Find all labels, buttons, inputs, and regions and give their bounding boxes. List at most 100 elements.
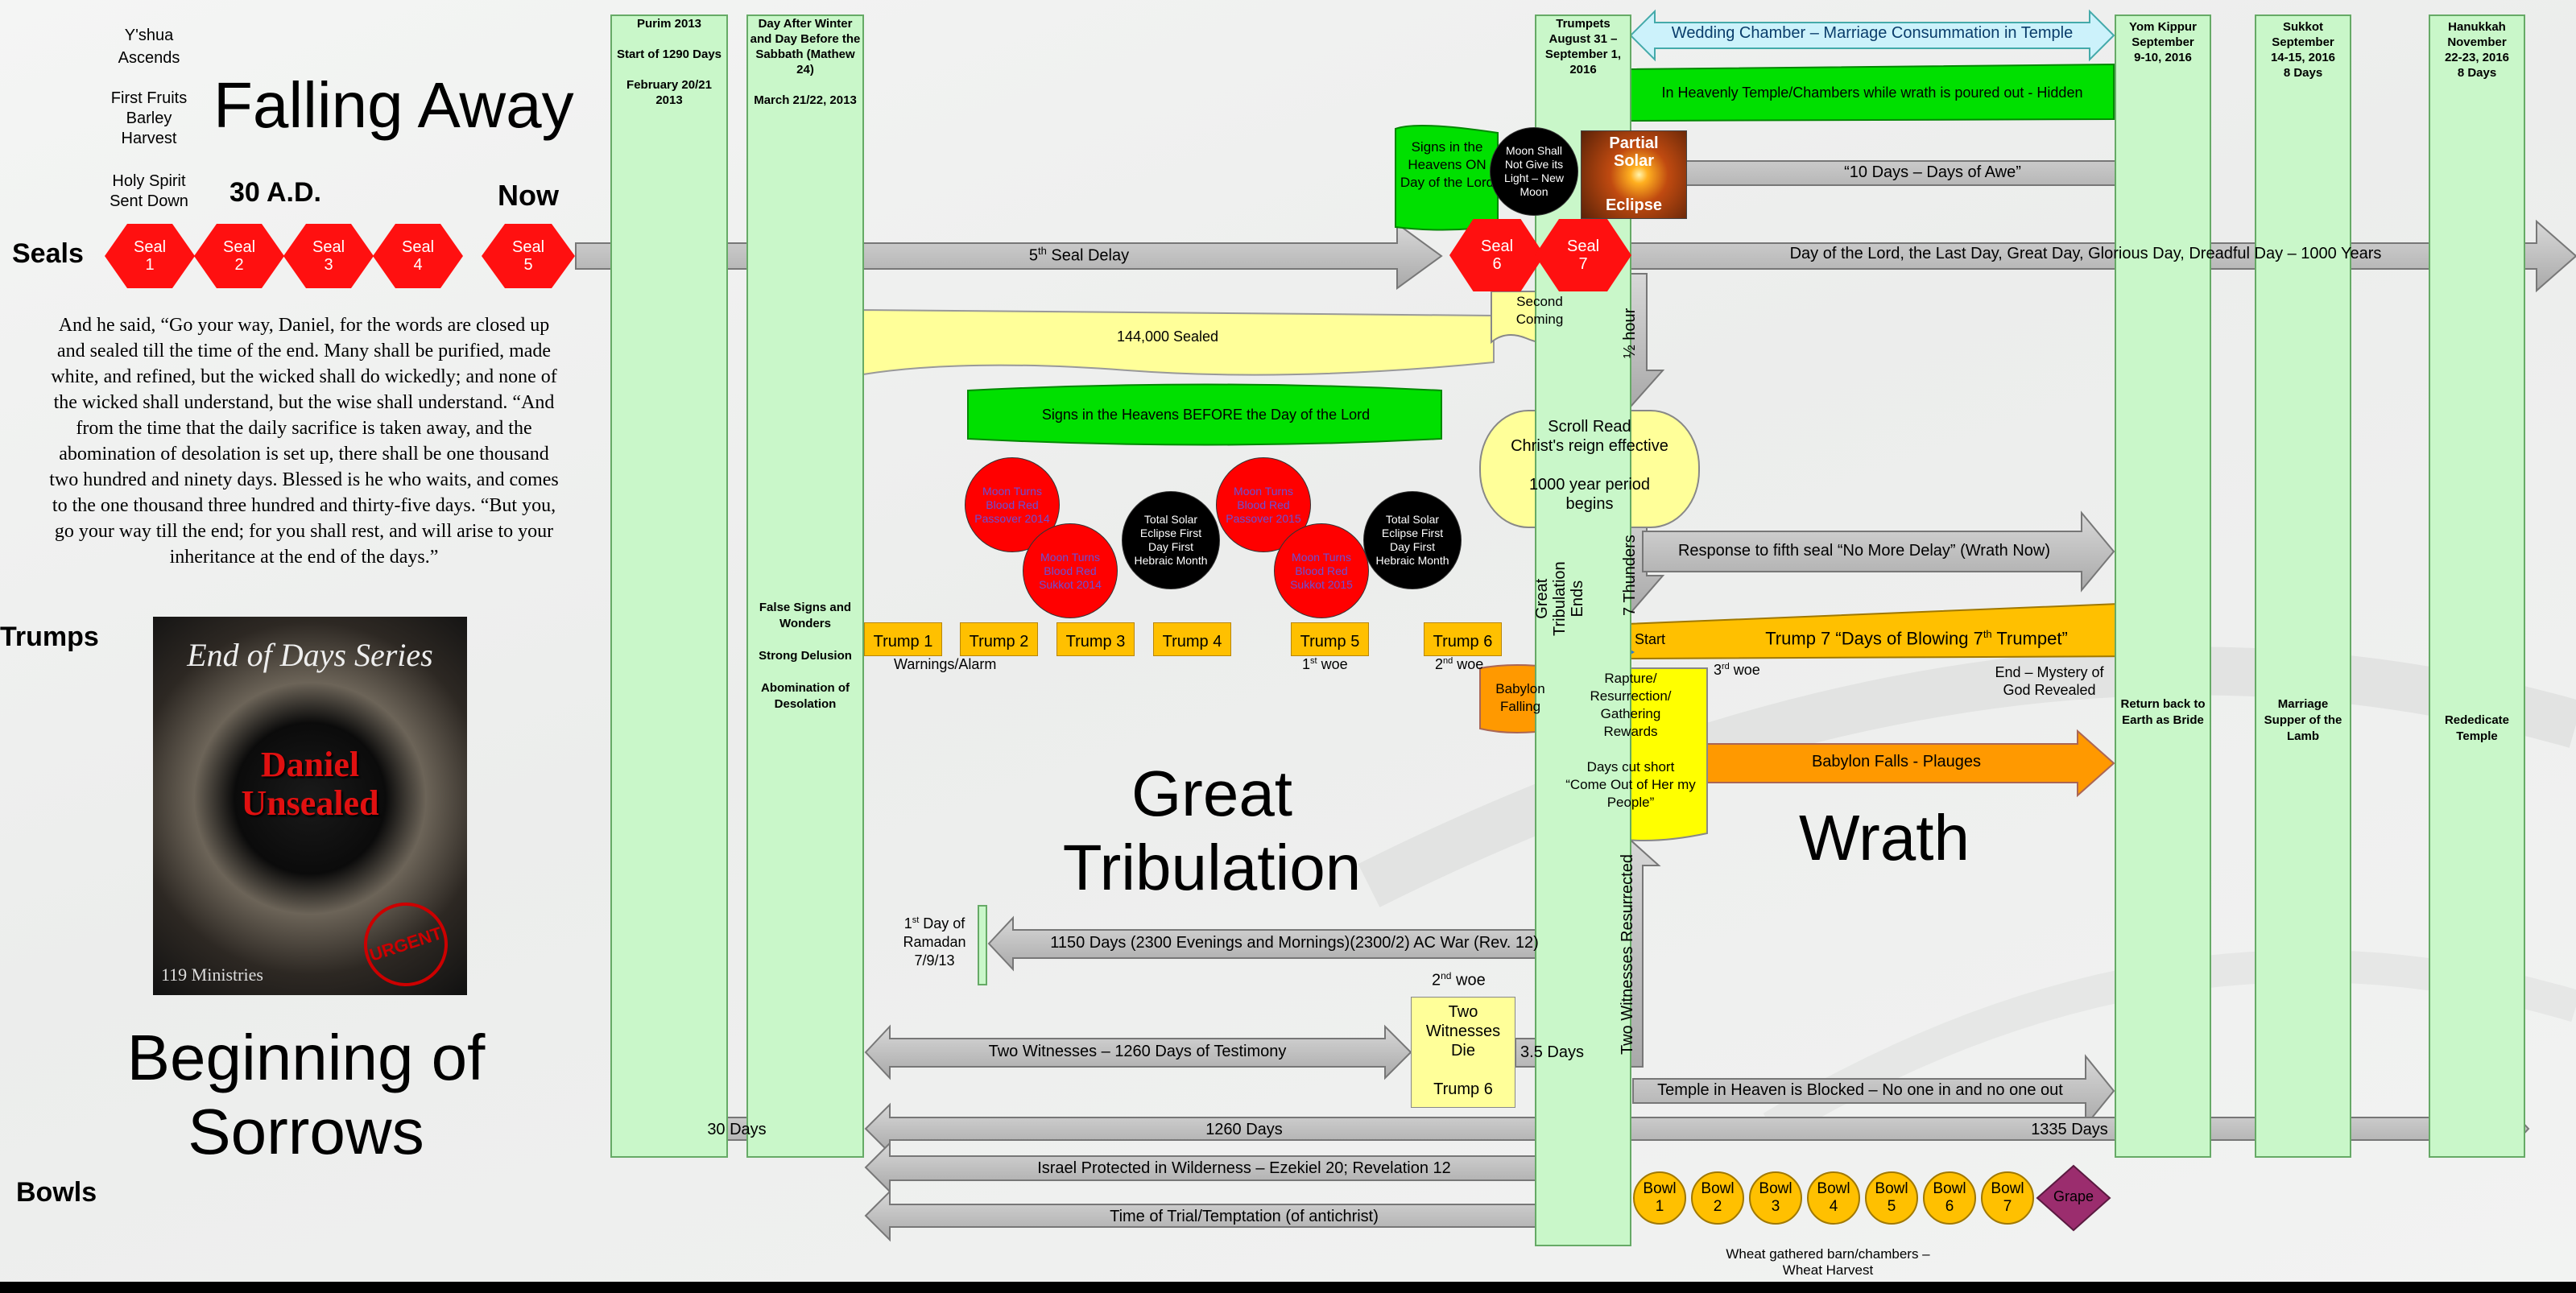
daniel-quote: And he said, “Go your way, Daniel, for t…	[49, 315, 559, 568]
return-text: Return back to Earth as Bride	[2120, 697, 2206, 727]
woe-2-label: 2nd woe	[1435, 656, 1484, 672]
days-1260-label: 1260 Days	[1205, 1121, 1283, 1138]
trump-3: Trump 3	[1056, 622, 1135, 656]
trump7-start-label: Start	[1635, 631, 1666, 647]
partial-solar-label: Partial Solar	[1609, 134, 1659, 170]
woe-2b-label: 2nd woe	[1432, 970, 1486, 989]
gt-ends-label: Great Tribulation Ends	[1533, 561, 1586, 636]
trump-2: Trump 2	[960, 622, 1038, 656]
falling-away-title: Falling Away	[213, 69, 574, 141]
seal-1: Seal 1	[105, 224, 195, 288]
total-solar-eclipse-2: Total Solar Eclipse First Day First Hebr…	[1363, 491, 1462, 589]
bowl-1: Bowl 1	[1633, 1171, 1686, 1225]
bowl-3: Bowl 3	[1749, 1171, 1802, 1225]
response-label: Response to fifth seal “No More Delay” (…	[1677, 542, 2050, 560]
second-coming-label: Second Coming	[1515, 294, 1564, 327]
column-hanukkah	[2429, 14, 2525, 1158]
trumps-label: Trumps	[0, 622, 99, 652]
two-witnesses-die-box: Two Witnesses Die Trump 6	[1411, 997, 1515, 1108]
column-purim	[610, 14, 728, 1158]
seal-7: Seal 7	[1535, 219, 1631, 291]
bowl-6: Bowl 6	[1923, 1171, 1976, 1225]
babylon-falls-label: Babylon Falls - Plauges	[1811, 753, 1982, 770]
days-1335-label: 1335 Days	[2031, 1121, 2108, 1138]
seals-label: Seals	[12, 238, 84, 269]
bottom-bar	[0, 1282, 2576, 1293]
half-hour-label: ½ hour	[1621, 308, 1639, 358]
book-series: End of Days Series	[187, 637, 433, 673]
scroll-label: Scroll Read Christ's reign effective 100…	[1511, 418, 1668, 513]
moon-blood-red-sukkot-2014: Moon Turns Blood Red Sukkot 2014	[1023, 523, 1118, 618]
yomkippur-header: Yom Kippur September 9-10, 2016	[2129, 20, 2197, 64]
partial-solar-eclipse: Partial Solar Eclipse	[1581, 130, 1687, 219]
seal-delay-label: 5th Seal Delay	[1028, 245, 1130, 265]
bowl-7: Bowl 7	[1981, 1171, 2034, 1225]
trump-1: Trump 1	[864, 622, 942, 656]
eclipse-label: Eclipse	[1605, 196, 1663, 214]
first-fruits-text: First Fruits Barley Harvest	[110, 89, 188, 147]
bowl-5: Bowl 5	[1865, 1171, 1918, 1225]
book-cover: End of Days Series Daniel Unsealed URGEN…	[153, 617, 467, 995]
bowls-label: Bowls	[16, 1177, 97, 1208]
book-title: Daniel Unsealed	[241, 745, 379, 823]
trump7-label: Trump 7 “Days of Blowing 7th Trumpet”	[1765, 628, 2068, 649]
sealed-banner	[862, 308, 1495, 376]
hidden-label: In Heavenly Temple/Chambers while wrath …	[1661, 85, 2083, 101]
trump-4: Trump 4	[1153, 622, 1231, 656]
yshua-text: Y'shua Ascends	[118, 27, 180, 67]
column-sabbath	[746, 14, 864, 1158]
moon-blood-red-sukkot-2015: Moon Turns Blood Red Sukkot 2015	[1274, 523, 1369, 618]
rapture-label: Rapture/ Resurrection/ Gathering Rewards…	[1565, 671, 1696, 810]
bowl-2: Bowl 2	[1691, 1171, 1744, 1225]
hanukkah-header: Hanukkah November 22-23, 2016 8 Days	[2444, 20, 2510, 80]
false-signs-text: False Signs and Wonders Strong Delusion …	[759, 601, 852, 711]
signs-before-banner	[967, 383, 1442, 446]
days-of-awe-label: “10 Days – Days of Awe”	[1844, 163, 2021, 181]
sukkot-header: Sukkot September 14-15, 2016 8 Days	[2270, 20, 2336, 80]
israel-label: Israel Protected in Wilderness – Ezekiel…	[1037, 1159, 1451, 1177]
ramadan-marker	[978, 905, 987, 985]
trump-6: Trump 6	[1424, 622, 1502, 656]
day-of-lord-arrow	[1626, 219, 2576, 293]
seven-thunders-label: 7 Thunders	[1621, 535, 1639, 616]
day-of-lord-label: Day of the Lord, the Last Day, Great Day…	[1789, 245, 2382, 262]
wedding-chamber-arrow	[1629, 9, 2115, 62]
trump-5: Trump 5	[1291, 622, 1369, 656]
rededicate-text: Rededicate Temple	[2444, 713, 2510, 743]
temple-blocked-label: Temple in Heaven is Blocked – No one in …	[1657, 1081, 2063, 1099]
end-mystery-label: End – Mystery of God Revealed	[1995, 664, 2104, 698]
book-stamp: URGENT	[353, 891, 459, 995]
beginning-of-sorrows: Beginning of Sorrows	[126, 1022, 486, 1167]
column-sukkot	[2255, 14, 2351, 1158]
trumpets-header: Trumpets August 31 – September 1, 2016	[1544, 17, 1622, 76]
purim-header: Purim 2013 Start of 1290 Days February 2…	[616, 17, 722, 107]
column-yomkippur	[2115, 14, 2211, 1158]
warnings-label: Warnings/Alarm	[894, 656, 997, 672]
witnesses-resurrected-label: Two Witnesses Resurrected	[1619, 854, 1636, 1055]
signs-before-label: Signs in the Heavens BEFORE the Day of t…	[1041, 407, 1371, 423]
wrath-title: Wrath	[1799, 802, 1970, 874]
temple-blocked-arrow	[1632, 1054, 2115, 1128]
grape-diamond	[2036, 1164, 2111, 1232]
two-witnesses-label: Two Witnesses – 1260 Days of Testimony	[988, 1043, 1287, 1060]
three-half-days-label: 3.5 Days	[1520, 1043, 1584, 1061]
ramadan-label: 1st Day of Ramadan 7/9/13	[903, 915, 966, 969]
days-1150-label: 1150 Days (2300 Evenings and Mornings)(2…	[1050, 934, 1539, 952]
woe-3-label: 3rd woe	[1714, 662, 1760, 678]
days-30-label: 30 Days	[707, 1121, 767, 1138]
trial-label: Time of Trial/Temptation (of antichrist)	[1110, 1208, 1379, 1225]
marriage-text: Marriage Supper of the Lamb	[2264, 697, 2342, 743]
now-label: Now	[498, 179, 559, 212]
response-arrow	[1642, 510, 2115, 593]
ad30-label: 30 A.D.	[229, 177, 322, 208]
sabbath-header: Day After Winter and Day Before the Sabb…	[750, 17, 861, 107]
signs-on-label: Signs in the Heavens ON Day of the Lord	[1400, 139, 1495, 190]
moon-shall-circle: Moon Shall Not Give its Light – New Moon	[1490, 127, 1578, 216]
babylon-falling-label: Babylon Falling	[1495, 681, 1545, 714]
great-tribulation-title: Great Tribulation	[1062, 758, 1362, 903]
total-solar-eclipse-1: Total Solar Eclipse First Day First Hebr…	[1122, 491, 1220, 589]
babylon-falls-arrow	[1706, 729, 2115, 798]
bowl-4: Bowl 4	[1807, 1171, 1860, 1225]
grape-label: Grape	[2053, 1188, 2094, 1204]
holy-spirit-text: Holy Spirit Sent Down	[110, 172, 188, 210]
